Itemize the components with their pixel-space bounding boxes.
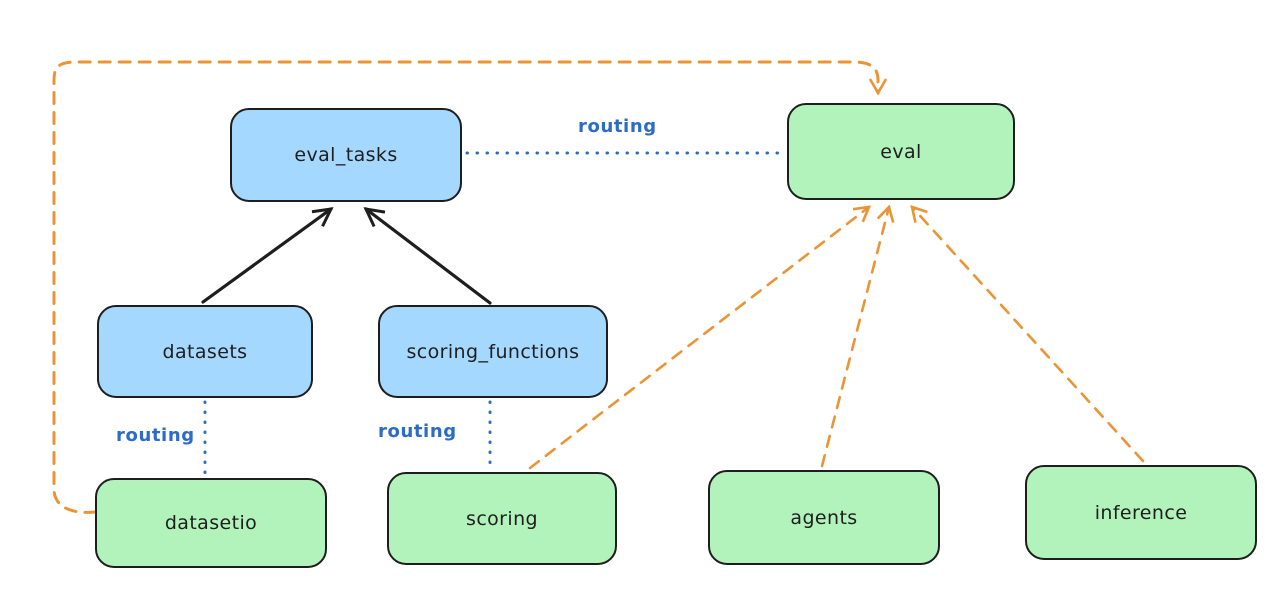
node-agents-label: agents: [790, 506, 858, 529]
node-datasetio-label: datasetio: [164, 512, 258, 534]
node-inference: inference: [1025, 465, 1257, 560]
node-agents: agents: [708, 470, 940, 565]
node-scoring: scoring: [387, 472, 617, 565]
edge-agents-to-eval: [820, 204, 895, 468]
edge-scoring_functions-to-eval_tasks: [363, 207, 492, 305]
routing-label-scoring_functions-scoring: routing: [378, 421, 457, 442]
node-scoring_functions: scoring_functions: [378, 305, 608, 398]
node-eval_tasks: eval_tasks: [230, 108, 462, 202]
node-scoring-label: scoring: [466, 507, 538, 530]
edge-datasets-to-eval_tasks: [201, 207, 334, 304]
node-scoring_functions-label: scoring_functions: [406, 340, 580, 363]
node-eval: eval: [787, 103, 1015, 200]
node-datasets: datasets: [97, 305, 313, 398]
node-datasetio: datasetio: [95, 478, 327, 568]
edge-scoring-to-eval: [528, 205, 872, 470]
node-inference-label: inference: [1094, 501, 1188, 524]
edge-datasetio-to-eval: [52, 60, 888, 514]
routing-label-datasets-datasetio: routing: [116, 425, 195, 446]
node-eval_tasks-label: eval_tasks: [294, 144, 398, 166]
node-datasets-label: datasets: [162, 340, 248, 363]
edge-inference-to-eval: [910, 205, 1145, 463]
routing-label-eval_tasks-eval: routing: [578, 116, 657, 137]
node-eval-label: eval: [880, 140, 922, 163]
